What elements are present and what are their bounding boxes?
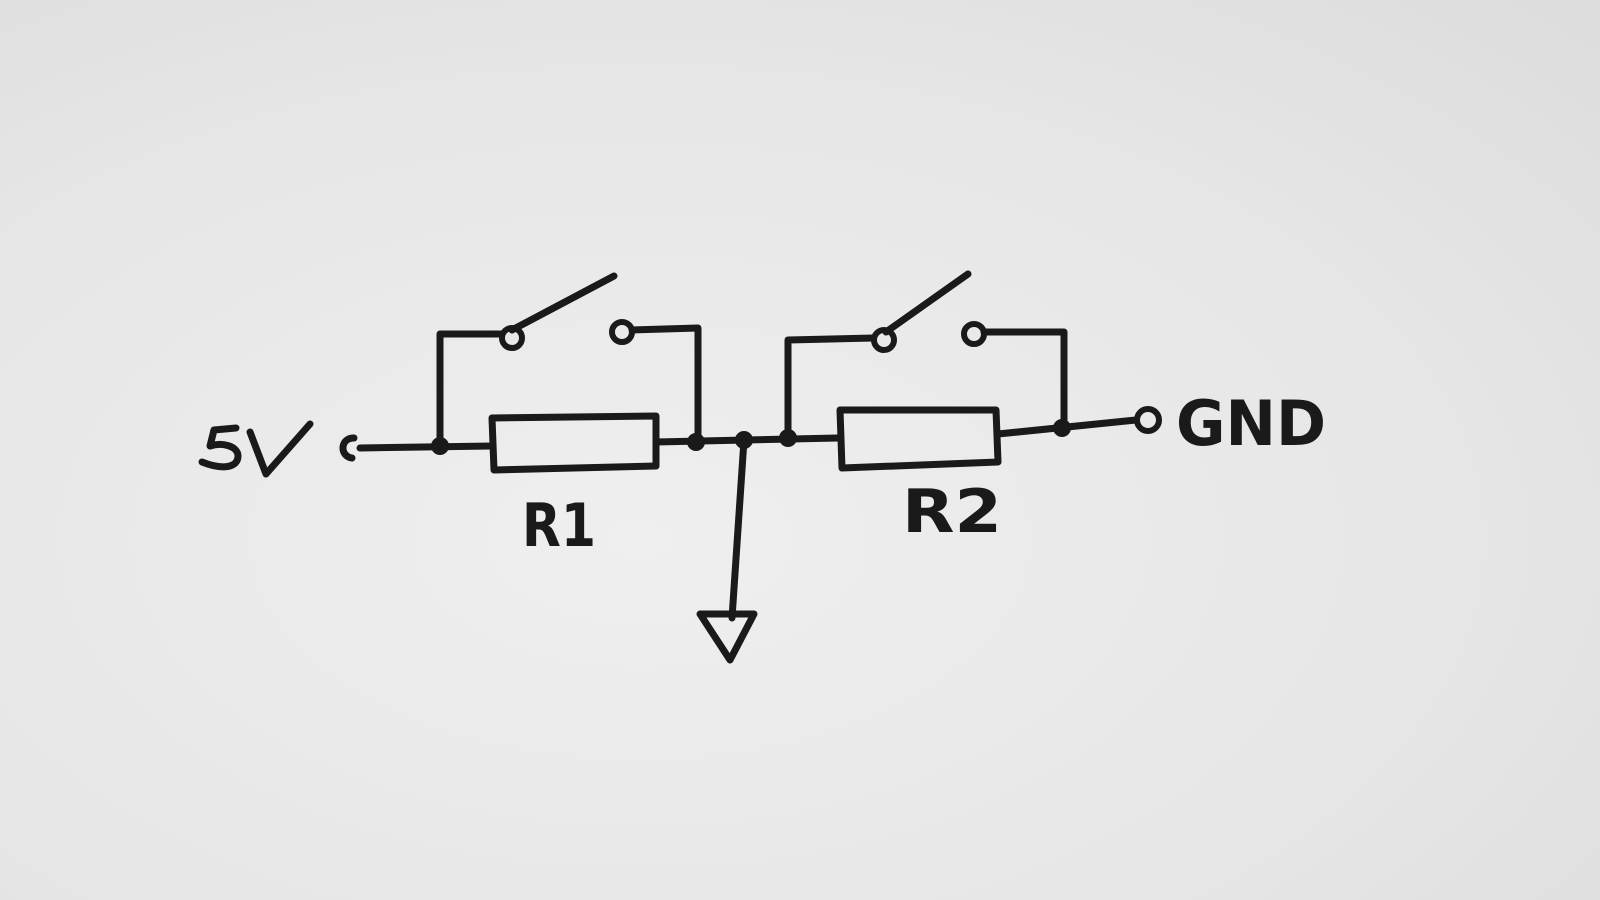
junction-midpoint [735,431,753,449]
supply-label: 5V [198,420,314,478]
resistor-r1 [488,412,660,474]
switch-2-blade [882,270,972,336]
switch-2-left-lead [784,334,878,440]
gnd-terminal [1134,406,1162,434]
switch-2-contact [961,321,987,347]
wire-midpoint-output [728,436,748,622]
switch-1-right-lead [628,324,702,444]
wire-supply-to-r1 [356,442,496,452]
switch-2-right-lead [980,328,1068,430]
switch-1-left-lead [436,330,507,448]
supply-terminal [339,434,358,462]
resistor-r2-label: R2 [902,477,1002,547]
junction-switch-1-left [431,437,449,455]
junction-switch-2-left [779,429,797,447]
ground-label: GND [1176,387,1326,460]
switch-1-blade [508,272,618,334]
resistor-r1-label: R1 [522,491,596,561]
output-triangle-symbol [696,610,758,664]
supply-label-5 [198,424,242,471]
resistor-r2 [836,406,1002,472]
supply-label-v [246,420,314,478]
wire-r2-to-gnd [994,416,1140,438]
switch-1-contact [609,319,635,345]
